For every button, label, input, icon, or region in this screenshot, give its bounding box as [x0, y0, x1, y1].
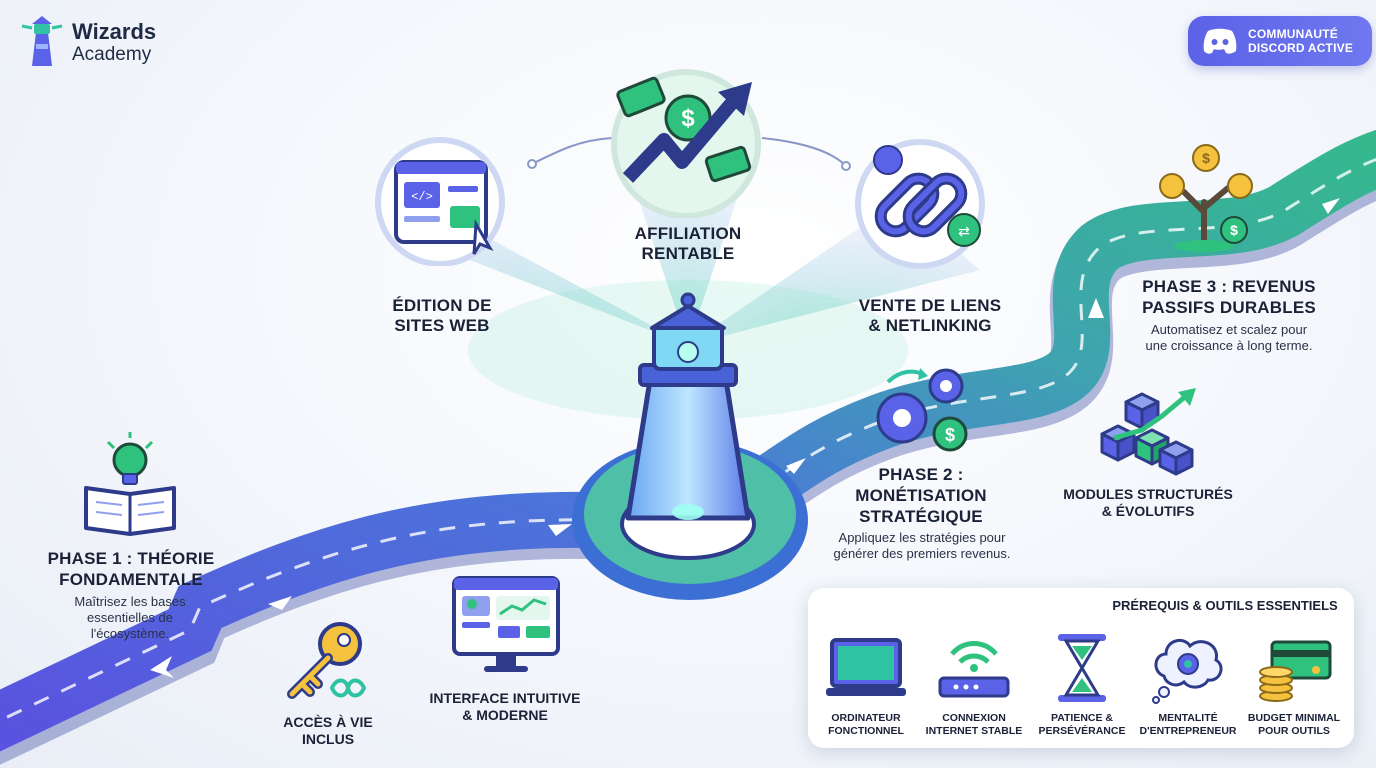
thought-gear-icon [1152, 638, 1223, 704]
node-sites-line1: ÉDITION DE [392, 296, 492, 315]
gears-money-icon: $ [876, 368, 968, 452]
feature-modules-title: MODULES STRUCTURÉS & ÉVOLUTIFS [1060, 486, 1236, 520]
node-netlinking-line2: & NETLINKING [868, 316, 992, 335]
coins-card-icon [1259, 640, 1332, 702]
prereq-patience-line2: PERSÉVÉRANCE [1038, 725, 1126, 737]
brand-logo[interactable]: Wizards Academy [18, 14, 156, 70]
phase2-desc-line1: Appliquez les stratégies pour [838, 530, 1006, 545]
road-arrows [150, 198, 1340, 678]
phase1-desc-line3: l'écosystème. [90, 626, 170, 641]
discord-line2: DISCORD ACTIVE [1248, 41, 1354, 55]
feature-access-line2: INCLUS [301, 731, 355, 747]
svg-text:</>: </> [411, 190, 433, 204]
prereq-patience: PATIENCE & PERSÉVÉRANCE [1030, 712, 1134, 738]
monitor-interface-icon [452, 576, 560, 672]
prereq-mindset-line2: D'ENTREPRENEUR [1139, 725, 1237, 737]
feature-interface-line1: INTERFACE INTUITIVE [429, 690, 581, 706]
prereq-internet-line2: INTERNET STABLE [925, 725, 1023, 737]
discord-line1: COMMUNAUTÉ [1248, 27, 1338, 41]
prereq-patience-line1: PATIENCE & [1050, 712, 1114, 724]
svg-text:$: $ [681, 105, 695, 132]
feature-modules-line2: & ÉVOLUTIFS [1101, 503, 1195, 519]
phase2-title-line1: PHASE 2 : [878, 465, 964, 484]
phase3-title-line2: PASSIFS DURABLES [1142, 298, 1316, 317]
prereq-budget-line1: BUDGET MINIMAL [1247, 712, 1341, 724]
node-affiliation-title: AFFILIATION RENTABLE [620, 224, 756, 264]
discord-icon [1203, 28, 1237, 54]
svg-text:$: $ [1202, 150, 1210, 166]
prereq-budget-line2: POUR OUTILS [1258, 725, 1330, 737]
svg-text:$: $ [1230, 222, 1238, 238]
feature-access-title: ACCÈS À VIE INCLUS [268, 714, 388, 748]
phase2-title-line3: STRATÉGIQUE [859, 507, 983, 526]
phase3-title-line1: PHASE 3 : REVENUS [1142, 277, 1316, 296]
book-lightbulb-icon [84, 432, 176, 536]
website-editing-icon: </> [375, 137, 505, 266]
hourglass-icon [1058, 634, 1106, 702]
affiliation-money-icon: $ [611, 69, 761, 218]
money-tree-icon: $ $ [1159, 144, 1253, 252]
lighthouse-logo-icon [21, 16, 63, 66]
node-affiliation-line1: AFFILIATION [634, 224, 742, 243]
wifi-router-icon [938, 641, 1010, 698]
phase1-description: Maîtrisez les bases essentielles de l'éc… [40, 594, 220, 642]
phase1-title: PHASE 1 : THÉORIE FONDAMENTALE [36, 548, 226, 590]
phase2-title: PHASE 2 : MONÉTISATION STRATÉGIQUE [836, 464, 1006, 527]
feature-modules-line1: MODULES STRUCTURÉS [1063, 486, 1233, 502]
discord-community-button[interactable]: COMMUNAUTÉ DISCORD ACTIVE [1188, 16, 1372, 66]
phase2-desc-line2: générer des premiers revenus. [833, 546, 1011, 561]
prereq-mindset-line1: MENTALITÉ [1158, 712, 1218, 724]
prerequisites-heading: PRÉREQUIS & OUTILS ESSENTIELS [1112, 598, 1338, 613]
prereq-computer-line1: ORDINATEUR [831, 712, 901, 724]
phase3-description: Automatisez et scalez pour une croissanc… [1124, 322, 1334, 354]
feature-interface-title: INTERFACE INTUITIVE & MODERNE [420, 690, 590, 724]
svg-text:⇄: ⇄ [958, 224, 970, 240]
phase3-desc-line1: Automatisez et scalez pour [1150, 322, 1308, 337]
prereq-internet-line1: CONNEXION [942, 712, 1006, 724]
feature-interface-line2: & MODERNE [462, 707, 548, 723]
prereq-mindset: MENTALITÉ D'ENTREPRENEUR [1136, 712, 1240, 738]
brand-title: Wizards [72, 18, 157, 44]
node-netlinking-title: VENTE DE LIENS & NETLINKING [850, 296, 1010, 336]
phase1-title-line1: PHASE 1 : THÉORIE [47, 549, 215, 568]
chain-link-icon: ⇄ [855, 139, 985, 269]
phase1-desc-line2: essentielles de [87, 610, 173, 625]
phase2-description: Appliquez les stratégies pour générer de… [812, 530, 1032, 562]
node-netlinking-line1: VENTE DE LIENS [858, 296, 1002, 315]
phase2-title-line2: MONÉTISATION [855, 486, 987, 505]
brand-subtitle: Academy [72, 43, 152, 65]
node-sites-line2: SITES WEB [394, 316, 490, 335]
key-infinity-icon [287, 622, 367, 699]
feature-access-line1: ACCÈS À VIE [283, 714, 373, 730]
phase1-desc-line1: Maîtrisez les bases [74, 594, 186, 609]
prereq-internet: CONNEXION INTERNET STABLE [922, 712, 1026, 738]
phase3-title: PHASE 3 : REVENUS PASSIFS DURABLES [1124, 276, 1334, 318]
cubes-growth-icon [1100, 388, 1196, 476]
node-affiliation-line2: RENTABLE [641, 244, 735, 263]
prereq-computer-line2: FONCTIONNEL [828, 725, 904, 737]
laptop-icon [826, 638, 906, 696]
prereq-budget: BUDGET MINIMAL POUR OUTILS [1242, 712, 1346, 738]
prereq-computer: ORDINATEUR FONCTIONNEL [814, 712, 918, 738]
phase3-desc-line2: une croissance à long terme. [1145, 338, 1313, 353]
phase1-title-line2: FONDAMENTALE [59, 570, 203, 589]
svg-text:$: $ [945, 425, 955, 445]
node-sites-title: ÉDITION DE SITES WEB [380, 296, 504, 336]
lighthouse-icon [625, 292, 751, 521]
